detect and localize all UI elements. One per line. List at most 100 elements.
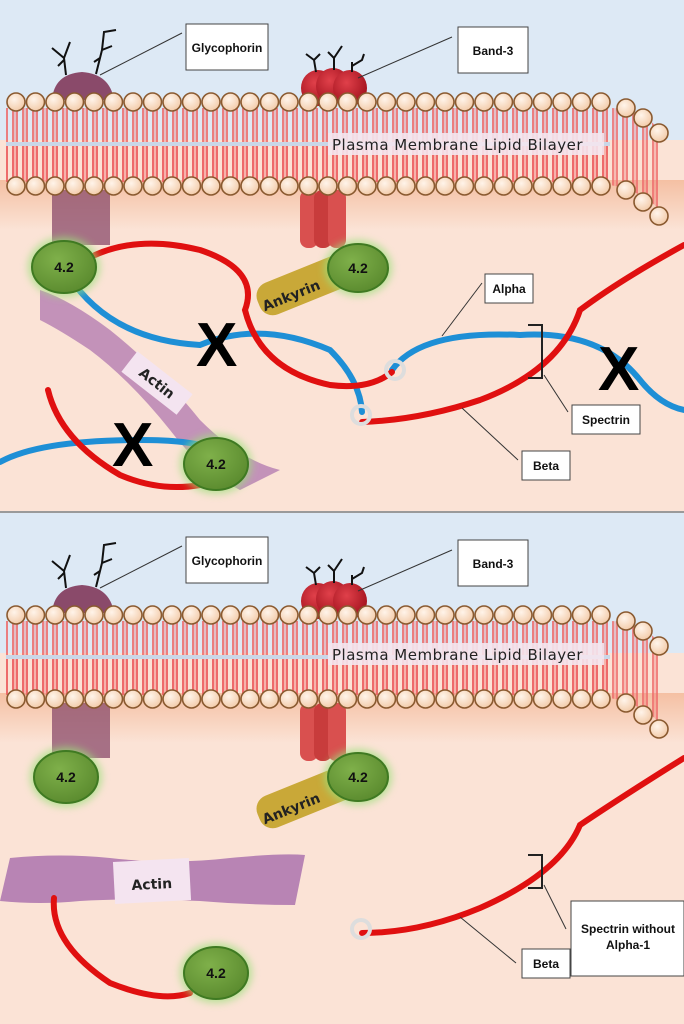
svg-text:4.2: 4.2 (56, 769, 76, 785)
lipid-head (64, 689, 85, 709)
lipid-head (337, 689, 358, 709)
lipid-head (201, 689, 221, 709)
membrane-label: Plasma Membrane Lipid Bilayer (332, 136, 583, 154)
lipid-head (6, 605, 26, 625)
lipid-head (571, 689, 592, 709)
lipid-head (103, 605, 124, 625)
lipid-head (142, 176, 163, 196)
lipid-head (396, 689, 416, 709)
lipid-head (45, 92, 65, 112)
lipid-head (181, 689, 202, 709)
lipid-head (415, 689, 436, 709)
lipid-head (396, 92, 416, 112)
lipid-head (357, 689, 377, 709)
lipid-head (259, 689, 280, 709)
svg-text:Spectrin: Spectrin (582, 413, 630, 427)
lipid-head (474, 605, 494, 625)
lipid-head (64, 176, 85, 196)
lipid-head (337, 92, 358, 112)
disruption-x-mark: X (598, 335, 639, 404)
lipid-head (123, 689, 143, 709)
diagram-bottom: Plasma Membrane Lipid Bilayer Actin Anky… (0, 513, 684, 1024)
lipid-head (64, 92, 85, 112)
lipid-head (552, 605, 572, 625)
lipid-head (45, 176, 65, 196)
svg-text:4.2: 4.2 (206, 456, 226, 472)
lipid-head (220, 689, 241, 709)
beta-spectrin (50, 755, 684, 1000)
svg-text:Alpha: Alpha (492, 282, 526, 296)
lipid-head (357, 176, 377, 196)
lipid-head (474, 176, 494, 196)
lipid-head (162, 92, 182, 112)
lipid-head (513, 605, 533, 625)
membrane-label: Plasma Membrane Lipid Bilayer (332, 646, 583, 664)
lipid-head (591, 689, 611, 709)
svg-text:4.2: 4.2 (348, 769, 368, 785)
lipid-head (318, 689, 338, 709)
lipid-head (142, 689, 163, 709)
lipid-head (181, 92, 202, 112)
label-glycophorin: Glycophorin (185, 23, 269, 71)
lipid-head (591, 176, 611, 196)
protein-4-2: 4.2 (30, 747, 102, 807)
diagram-top: Plasma Membrane Lipid Bilayer Actin Anky… (0, 0, 684, 511)
protein-4-2: 4.2 (324, 749, 392, 805)
lipid-head (337, 605, 358, 625)
lipid-head (415, 176, 436, 196)
lipid-head (396, 176, 416, 196)
label-alpha: Alpha (484, 273, 534, 304)
spectrin-junction-ring (350, 918, 372, 940)
label-band3: Band-3 (457, 539, 529, 587)
svg-text:Beta: Beta (533, 459, 559, 473)
lipid-head (318, 176, 338, 196)
label-glycophorin: Glycophorin (185, 536, 269, 584)
lipid-head (591, 92, 611, 112)
svg-text:Glycophorin: Glycophorin (192, 554, 263, 568)
lipid-head (513, 176, 533, 196)
lipid-head (435, 689, 455, 709)
protein-4-2: 4.2 (324, 240, 392, 296)
lipid-head (64, 605, 85, 625)
lipid-head (571, 92, 592, 112)
lipid-head (474, 92, 494, 112)
lipid-head (532, 605, 553, 625)
lipid-head (376, 176, 397, 196)
lipid-head (25, 689, 46, 709)
disruption-x-mark: X (196, 311, 237, 380)
lipid-head (84, 92, 104, 112)
label-beta: Beta (521, 450, 571, 481)
lipid-head (201, 92, 221, 112)
lipid-head (337, 176, 358, 196)
label-spectrin: Spectrin (571, 404, 641, 435)
lipid-head (552, 92, 572, 112)
lipid-head (376, 605, 397, 625)
glycophorin-protein (51, 542, 117, 758)
lipid-head (454, 92, 475, 112)
lipid-head (279, 176, 299, 196)
lipid-head (240, 605, 260, 625)
lipid-head (45, 689, 65, 709)
lipid-head (240, 689, 260, 709)
svg-text:Band-3: Band-3 (473, 44, 514, 58)
lipid-head (435, 92, 455, 112)
lipid-head (552, 689, 572, 709)
lipid-head (103, 92, 124, 112)
lipid-head (415, 92, 436, 112)
lipid-head (259, 605, 280, 625)
lipid-head (298, 176, 319, 196)
lipid-head (318, 605, 338, 625)
lipid-head (220, 176, 241, 196)
lipid-head (220, 605, 241, 625)
lipid-head (376, 689, 397, 709)
lipid-head (474, 689, 494, 709)
lipid-head (162, 176, 182, 196)
lipid-head (493, 605, 514, 625)
lipid-head (298, 605, 319, 625)
lipid-head (103, 176, 124, 196)
lipid-head (279, 605, 299, 625)
panel-spectrin-without-alpha: Plasma Membrane Lipid Bilayer Actin Anky… (0, 513, 684, 1024)
lipid-head (240, 92, 260, 112)
lipid-head (181, 176, 202, 196)
svg-text:4.2: 4.2 (348, 260, 368, 276)
